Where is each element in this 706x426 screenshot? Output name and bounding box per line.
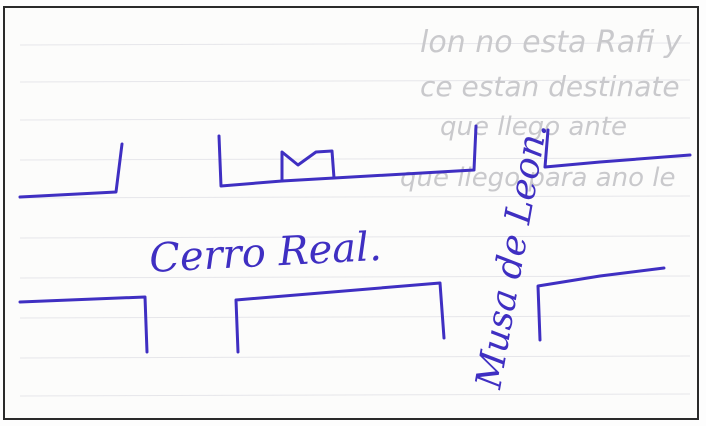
street-lines [18, 124, 692, 354]
street-label-musa-de-leon: Musa de Leon. [468, 120, 555, 393]
show-through-line-2: ce estan destinate [420, 70, 680, 103]
building-m-shape [280, 149, 336, 183]
card-border [3, 6, 699, 420]
show-through-line-4: que llego para ano le [400, 163, 676, 193]
street-label-cerro-real: Cerro Real. [148, 224, 383, 282]
bottom-right-block-edge [536, 266, 666, 342]
paper-ruled-lines [19, 42, 691, 397]
show-through-text: lon no esta Rafi y ce estan destinate qu… [400, 25, 683, 193]
show-through-line-1: lon no esta Rafi y [420, 25, 683, 60]
show-through-line-3: que llego ante [440, 112, 627, 142]
bottom-middle-block-edge [234, 281, 446, 354]
bottom-left-block-edge [18, 295, 149, 354]
top-left-block-edge [18, 142, 124, 199]
top-right-block-edge [543, 128, 692, 169]
